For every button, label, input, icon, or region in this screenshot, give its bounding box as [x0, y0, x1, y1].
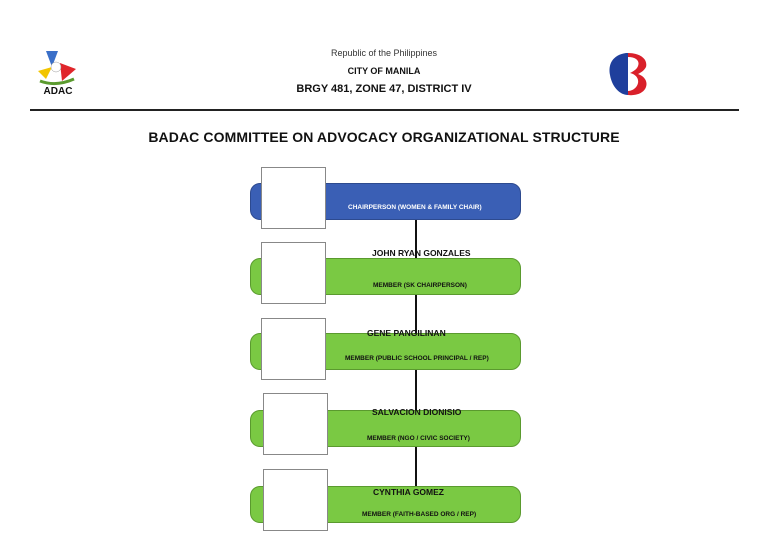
member-name: JOHN RYAN GONZALES — [372, 248, 471, 258]
member-name: SALVACION DIONISIO — [372, 407, 462, 417]
member-photo-placeholder — [263, 393, 328, 455]
member-role: MEMBER (SK CHAIRPERSON) — [373, 282, 467, 289]
member-photo-placeholder — [263, 469, 328, 531]
city-text: CITY OF MANILA — [347, 66, 421, 76]
adac-logo-text: ADAC — [44, 86, 73, 97]
member-role: MEMBER (PUBLIC SCHOOL PRINCIPAL / REP) — [345, 355, 489, 362]
republic-text: Republic of the Philippines — [330, 48, 438, 58]
member-name: CYNTHIA GOMEZ — [373, 487, 444, 497]
page-title: BADAC COMMITTEE ON ADVOCACY ORGANIZATION… — [148, 129, 620, 145]
member-name: GENE PANGILINAN — [367, 328, 446, 338]
member-role: MEMBER (NGO / CIVIC SOCIETY) — [367, 435, 470, 442]
adac-logo: ADAC — [32, 47, 84, 97]
manila-logo — [604, 51, 652, 97]
member-photo-placeholder — [261, 242, 326, 304]
barangay-text: BRGY 481, ZONE 47, DISTRICT IV — [296, 83, 472, 95]
chairperson-role: CHAIRPERSON (WOMEN & FAMILY CHAIR) — [348, 204, 482, 211]
chairperson-photo-placeholder — [261, 167, 326, 229]
member-role: MEMBER (FAITH-BASED ORG / REP) — [362, 511, 477, 518]
header-divider — [30, 109, 739, 111]
member-photo-placeholder — [261, 318, 326, 380]
